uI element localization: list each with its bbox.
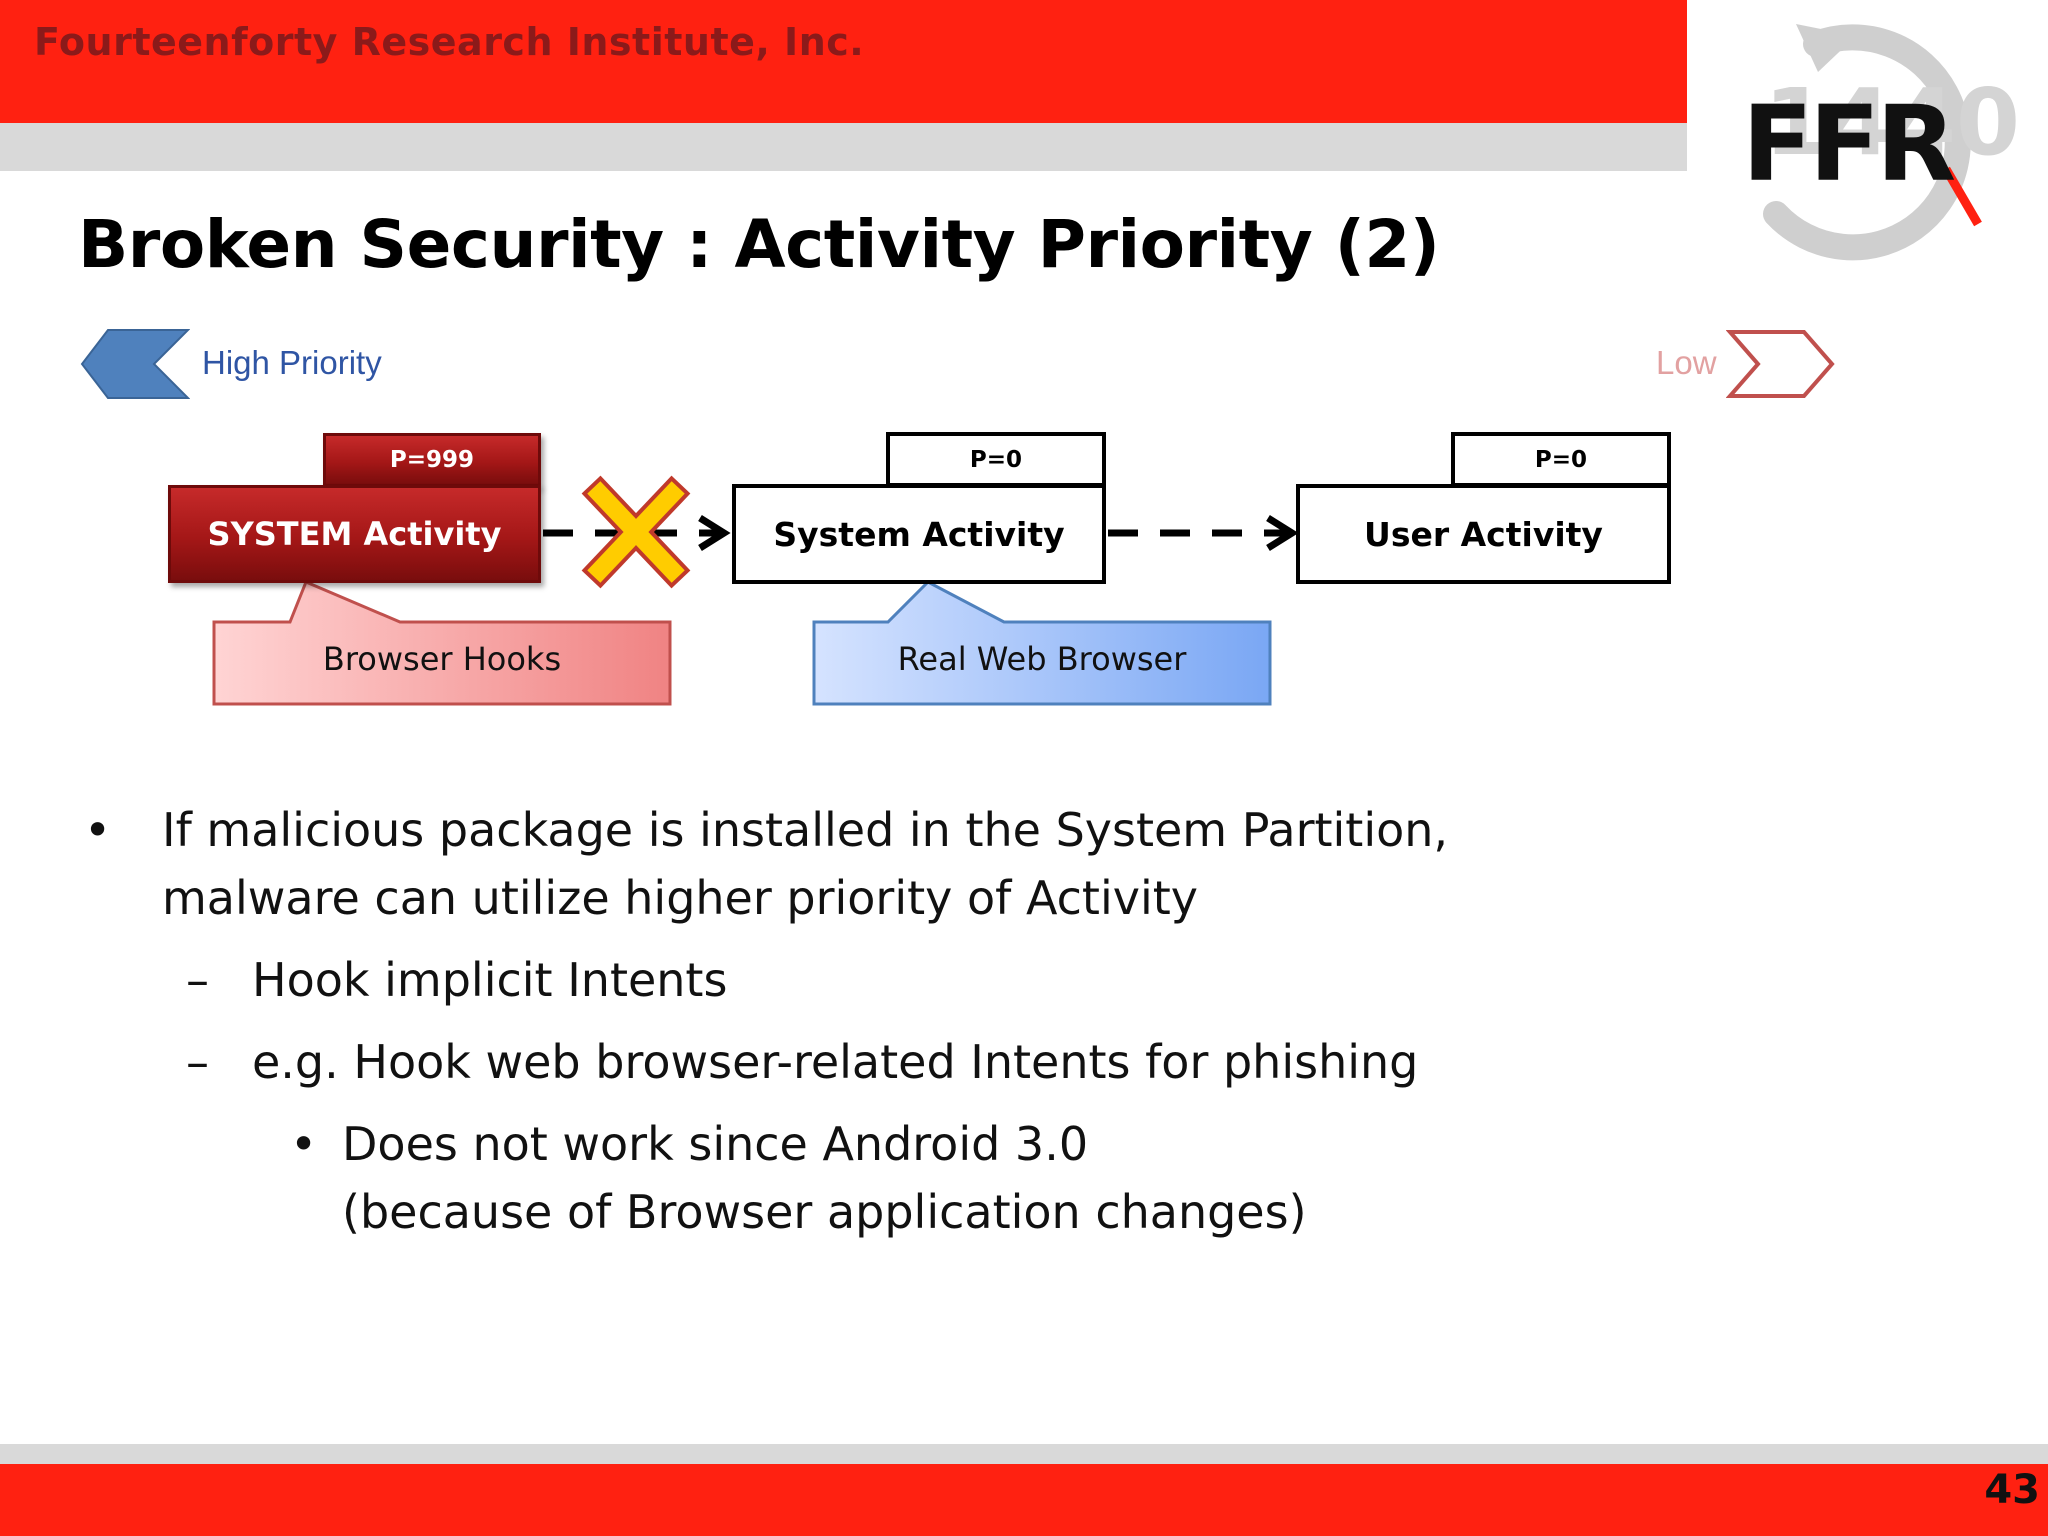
logo-text: FFR	[1742, 83, 1956, 205]
sub-bullet-text: e.g. Hook web browser-related Intents fo…	[252, 1035, 1419, 1089]
system-activity-malicious-box: SYSTEM Activity	[168, 485, 541, 583]
system-activity-priority-badge: P=999	[323, 433, 541, 487]
footer-bar	[0, 1464, 2048, 1536]
user-activity-priority-badge: P=0	[1451, 432, 1671, 487]
bullet-text: malware can utilize higher priority of A…	[162, 871, 1198, 925]
bullet-marker: •	[84, 803, 112, 857]
diagram-connectors	[212, 475, 1299, 706]
high-priority-label: High Priority	[202, 344, 382, 381]
low-priority-arrow-icon	[1726, 330, 1835, 398]
header-stripe	[0, 123, 1687, 171]
real-web-browser-label: Real Web Browser	[897, 640, 1187, 678]
header-bar	[0, 0, 1687, 123]
ffr-logo: 1440	[1763, 24, 2020, 261]
system-activity-box: System Activity	[732, 484, 1106, 584]
system-activity-priority-badge: P=0	[886, 432, 1106, 487]
real-web-browser-callout	[812, 580, 1272, 706]
sub-sub-bullet-marker: •	[290, 1117, 318, 1171]
browser-hooks-label: Browser Hooks	[322, 640, 562, 678]
low-priority-label: Low	[1656, 344, 1717, 381]
sub-bullet-marker: –	[186, 1035, 209, 1089]
user-activity-box: User Activity	[1296, 484, 1671, 584]
blocked-cross-icon	[581, 475, 691, 589]
page-number: 43	[1984, 1467, 2040, 1513]
footer-stripe	[0, 1444, 2048, 1464]
bullet-text: If malicious package is installed in the…	[162, 803, 1449, 857]
high-priority-arrow-icon	[80, 329, 190, 399]
sub-bullet-text: Hook implicit Intents	[252, 953, 728, 1007]
sub-bullet-marker: –	[186, 953, 209, 1007]
logo-watermark: 1440	[1764, 69, 2020, 176]
organization-name: Fourteenforty Research Institute, Inc.	[34, 20, 865, 64]
sub-sub-bullet-text: Does not work since Android 3.0	[342, 1117, 1089, 1171]
browser-hooks-callout	[212, 580, 672, 706]
slide-title: Broken Security : Activity Priority (2)	[78, 206, 1440, 283]
sub-sub-bullet-text: (because of Browser application changes)	[342, 1185, 1307, 1239]
